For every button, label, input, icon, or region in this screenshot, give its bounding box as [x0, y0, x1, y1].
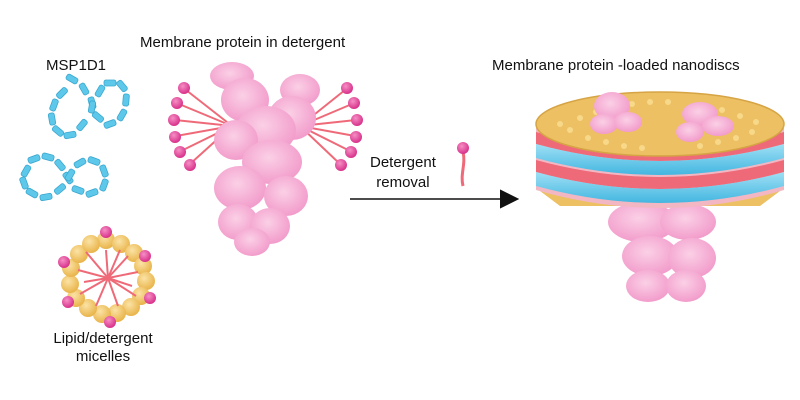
nanodiscs-label: Membrane protein -loaded nanodiscs — [492, 57, 740, 74]
msp-band-red-top — [536, 132, 784, 161]
msp-band-red-bottom — [536, 160, 784, 189]
msp1d1-upper-chain — [47, 73, 130, 140]
detergent-label-line1: Detergent — [370, 154, 436, 171]
msp-band-blue-bottom — [536, 172, 784, 203]
nanodisc-protein-lower — [608, 202, 716, 302]
msp1d1-label: MSP1D1 — [46, 57, 107, 74]
msp-band-blue-top — [536, 144, 784, 175]
msp1d1-lower-chain — [19, 152, 109, 202]
micelles-label-line1: Lipid/detergent — [53, 330, 153, 347]
micelle-detergent-heads — [58, 226, 156, 328]
micelle-tails — [77, 249, 139, 307]
nanodisc-top-leaflet — [535, 91, 785, 157]
micelles-label-line2: micelles — [75, 348, 131, 365]
detergent-label-line2: removal — [376, 174, 430, 191]
lipid-detergent-micelle — [58, 226, 156, 328]
detergent-removal-label: Detergent removal — [370, 153, 436, 193]
protein-in-detergent — [168, 62, 363, 256]
membrane-protein-blob — [210, 62, 320, 256]
micelles-label: Lipid/detergent micelles — [48, 330, 158, 366]
detergent-molecule-icon — [457, 142, 469, 187]
protein-loaded-nanodisc — [535, 91, 785, 302]
nanodisc-protein-top — [590, 92, 734, 142]
membrane-protein-label: Membrane protein in detergent — [140, 34, 346, 51]
